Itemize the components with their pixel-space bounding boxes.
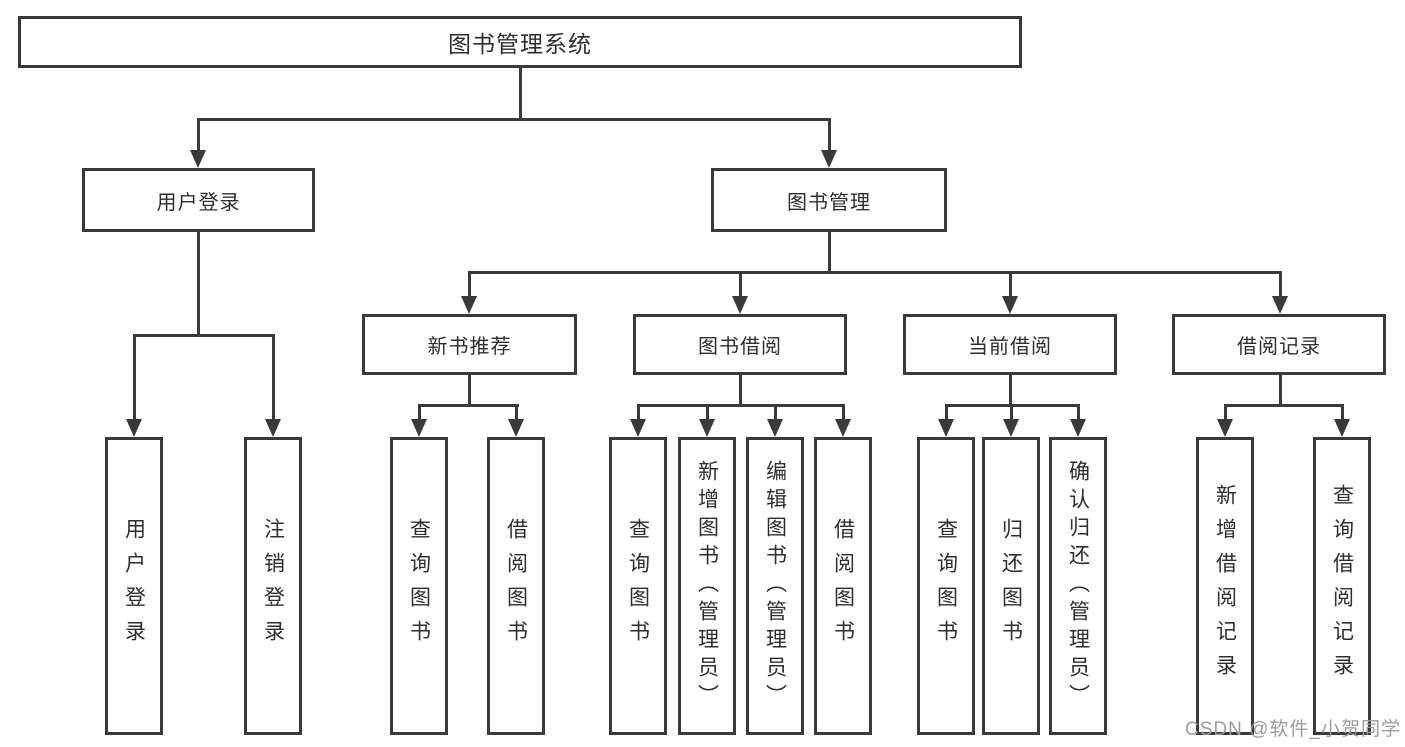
connector-line xyxy=(468,271,1282,274)
node-label: 用户登录 xyxy=(122,518,146,654)
node-label: 编辑图书（管理员） xyxy=(763,460,787,712)
node-label: 用户登录 xyxy=(156,191,241,214)
node-label: 图书管理 xyxy=(787,191,871,214)
connector-line xyxy=(1224,404,1227,422)
node-leaf-edit-books-admin: 编辑图书（管理员） xyxy=(746,437,804,735)
arrow-down-icon xyxy=(699,419,715,437)
node-label: 查询图书 xyxy=(934,518,958,654)
connector-line xyxy=(272,334,275,422)
node-label: 当前借阅 xyxy=(968,336,1052,358)
node-book-management: 图书管理 xyxy=(711,168,947,232)
node-label: 确认归还（管理员） xyxy=(1066,460,1090,712)
connector-line xyxy=(774,404,777,422)
arrow-down-icon xyxy=(630,419,646,437)
connector-line xyxy=(197,118,200,154)
connector-line xyxy=(133,334,275,337)
arrow-down-icon xyxy=(767,419,783,437)
connector-line xyxy=(1279,373,1282,407)
node-label: 新增借阅记录 xyxy=(1213,484,1237,688)
connector-line xyxy=(739,271,742,299)
connector-line xyxy=(1279,271,1282,299)
connector-line xyxy=(468,373,471,407)
arrow-down-icon xyxy=(1003,419,1019,437)
node-label: 查询借阅记录 xyxy=(1330,484,1354,688)
node-leaf-return-books: 归还图书 xyxy=(982,437,1040,735)
connector-line xyxy=(1077,404,1080,422)
arrow-down-icon xyxy=(938,419,954,437)
connector-line xyxy=(637,404,640,422)
connector-line xyxy=(945,404,948,422)
node-leaf-confirm-return-admin: 确认归还（管理员） xyxy=(1049,437,1107,735)
node-leaf-query-books-borrow: 查询图书 xyxy=(609,437,667,735)
arrow-down-icon xyxy=(1002,296,1018,314)
node-label: 查询图书 xyxy=(626,518,650,654)
connector-line xyxy=(842,404,845,422)
node-label: 图书管理系统 xyxy=(448,31,592,57)
connector-line xyxy=(133,334,136,422)
node-leaf-user-login: 用户登录 xyxy=(105,437,163,735)
node-new-book-recommendation: 新书推荐 xyxy=(362,314,577,375)
csdn-watermark: CSDN @软件_小贺同学 xyxy=(1185,719,1401,740)
arrow-down-icon xyxy=(835,419,851,437)
connector-line xyxy=(739,373,742,407)
arrow-down-icon xyxy=(1070,419,1086,437)
node-label: 借阅图书 xyxy=(504,518,528,654)
connector-line xyxy=(706,404,709,422)
connector-line xyxy=(1009,373,1012,407)
connector-line xyxy=(519,66,522,120)
connector-line xyxy=(418,404,421,422)
node-label: 图书借阅 xyxy=(698,336,782,358)
connector-line xyxy=(515,404,518,422)
node-current-borrowing: 当前借阅 xyxy=(903,314,1117,375)
connector-line xyxy=(828,118,831,154)
node-root-library-system: 图书管理系统 xyxy=(18,16,1022,68)
arrow-down-icon xyxy=(508,419,524,437)
connector-line xyxy=(637,404,845,407)
node-label: 新书推荐 xyxy=(427,336,512,358)
node-leaf-add-borrow-record: 新增借阅记录 xyxy=(1196,437,1254,735)
connector-line xyxy=(468,271,471,299)
node-borrowing-records: 借阅记录 xyxy=(1172,314,1386,375)
connector-line xyxy=(1009,271,1012,299)
node-label: 新增图书（管理员） xyxy=(695,460,719,712)
node-leaf-query-books-current: 查询图书 xyxy=(917,437,975,735)
node-label: 注销登录 xyxy=(261,518,285,654)
arrow-down-icon xyxy=(732,296,748,314)
connector-line xyxy=(418,404,519,407)
connector-line xyxy=(828,230,831,274)
node-book-borrowing: 图书借阅 xyxy=(633,314,847,375)
node-leaf-logout: 注销登录 xyxy=(244,437,302,735)
arrow-down-icon xyxy=(461,296,477,314)
connector-line xyxy=(1341,404,1344,422)
node-leaf-borrow-books: 借阅图书 xyxy=(814,437,872,735)
arrow-down-icon xyxy=(190,150,206,168)
node-leaf-add-books-admin: 新增图书（管理员） xyxy=(678,437,736,735)
node-leaf-query-books-rec: 查询图书 xyxy=(390,437,448,735)
arrow-down-icon xyxy=(265,419,281,437)
node-label: 借阅记录 xyxy=(1237,336,1321,358)
connector-line xyxy=(1010,404,1013,422)
arrow-down-icon xyxy=(1272,296,1288,314)
connector-line xyxy=(1224,404,1344,407)
arrow-down-icon xyxy=(1217,419,1233,437)
arrow-down-icon xyxy=(126,419,142,437)
node-user-login: 用户登录 xyxy=(82,168,315,232)
node-leaf-query-borrow-record: 查询借阅记录 xyxy=(1313,437,1371,735)
node-label: 归还图书 xyxy=(999,518,1023,654)
node-label: 查询图书 xyxy=(407,518,431,654)
arrow-down-icon xyxy=(411,419,427,437)
arrow-down-icon xyxy=(1334,419,1350,437)
arrow-down-icon xyxy=(821,150,837,168)
connector-line xyxy=(197,230,200,336)
node-leaf-borrow-books-rec: 借阅图书 xyxy=(487,437,545,735)
connector-line xyxy=(197,118,831,121)
node-label: 借阅图书 xyxy=(831,518,855,654)
